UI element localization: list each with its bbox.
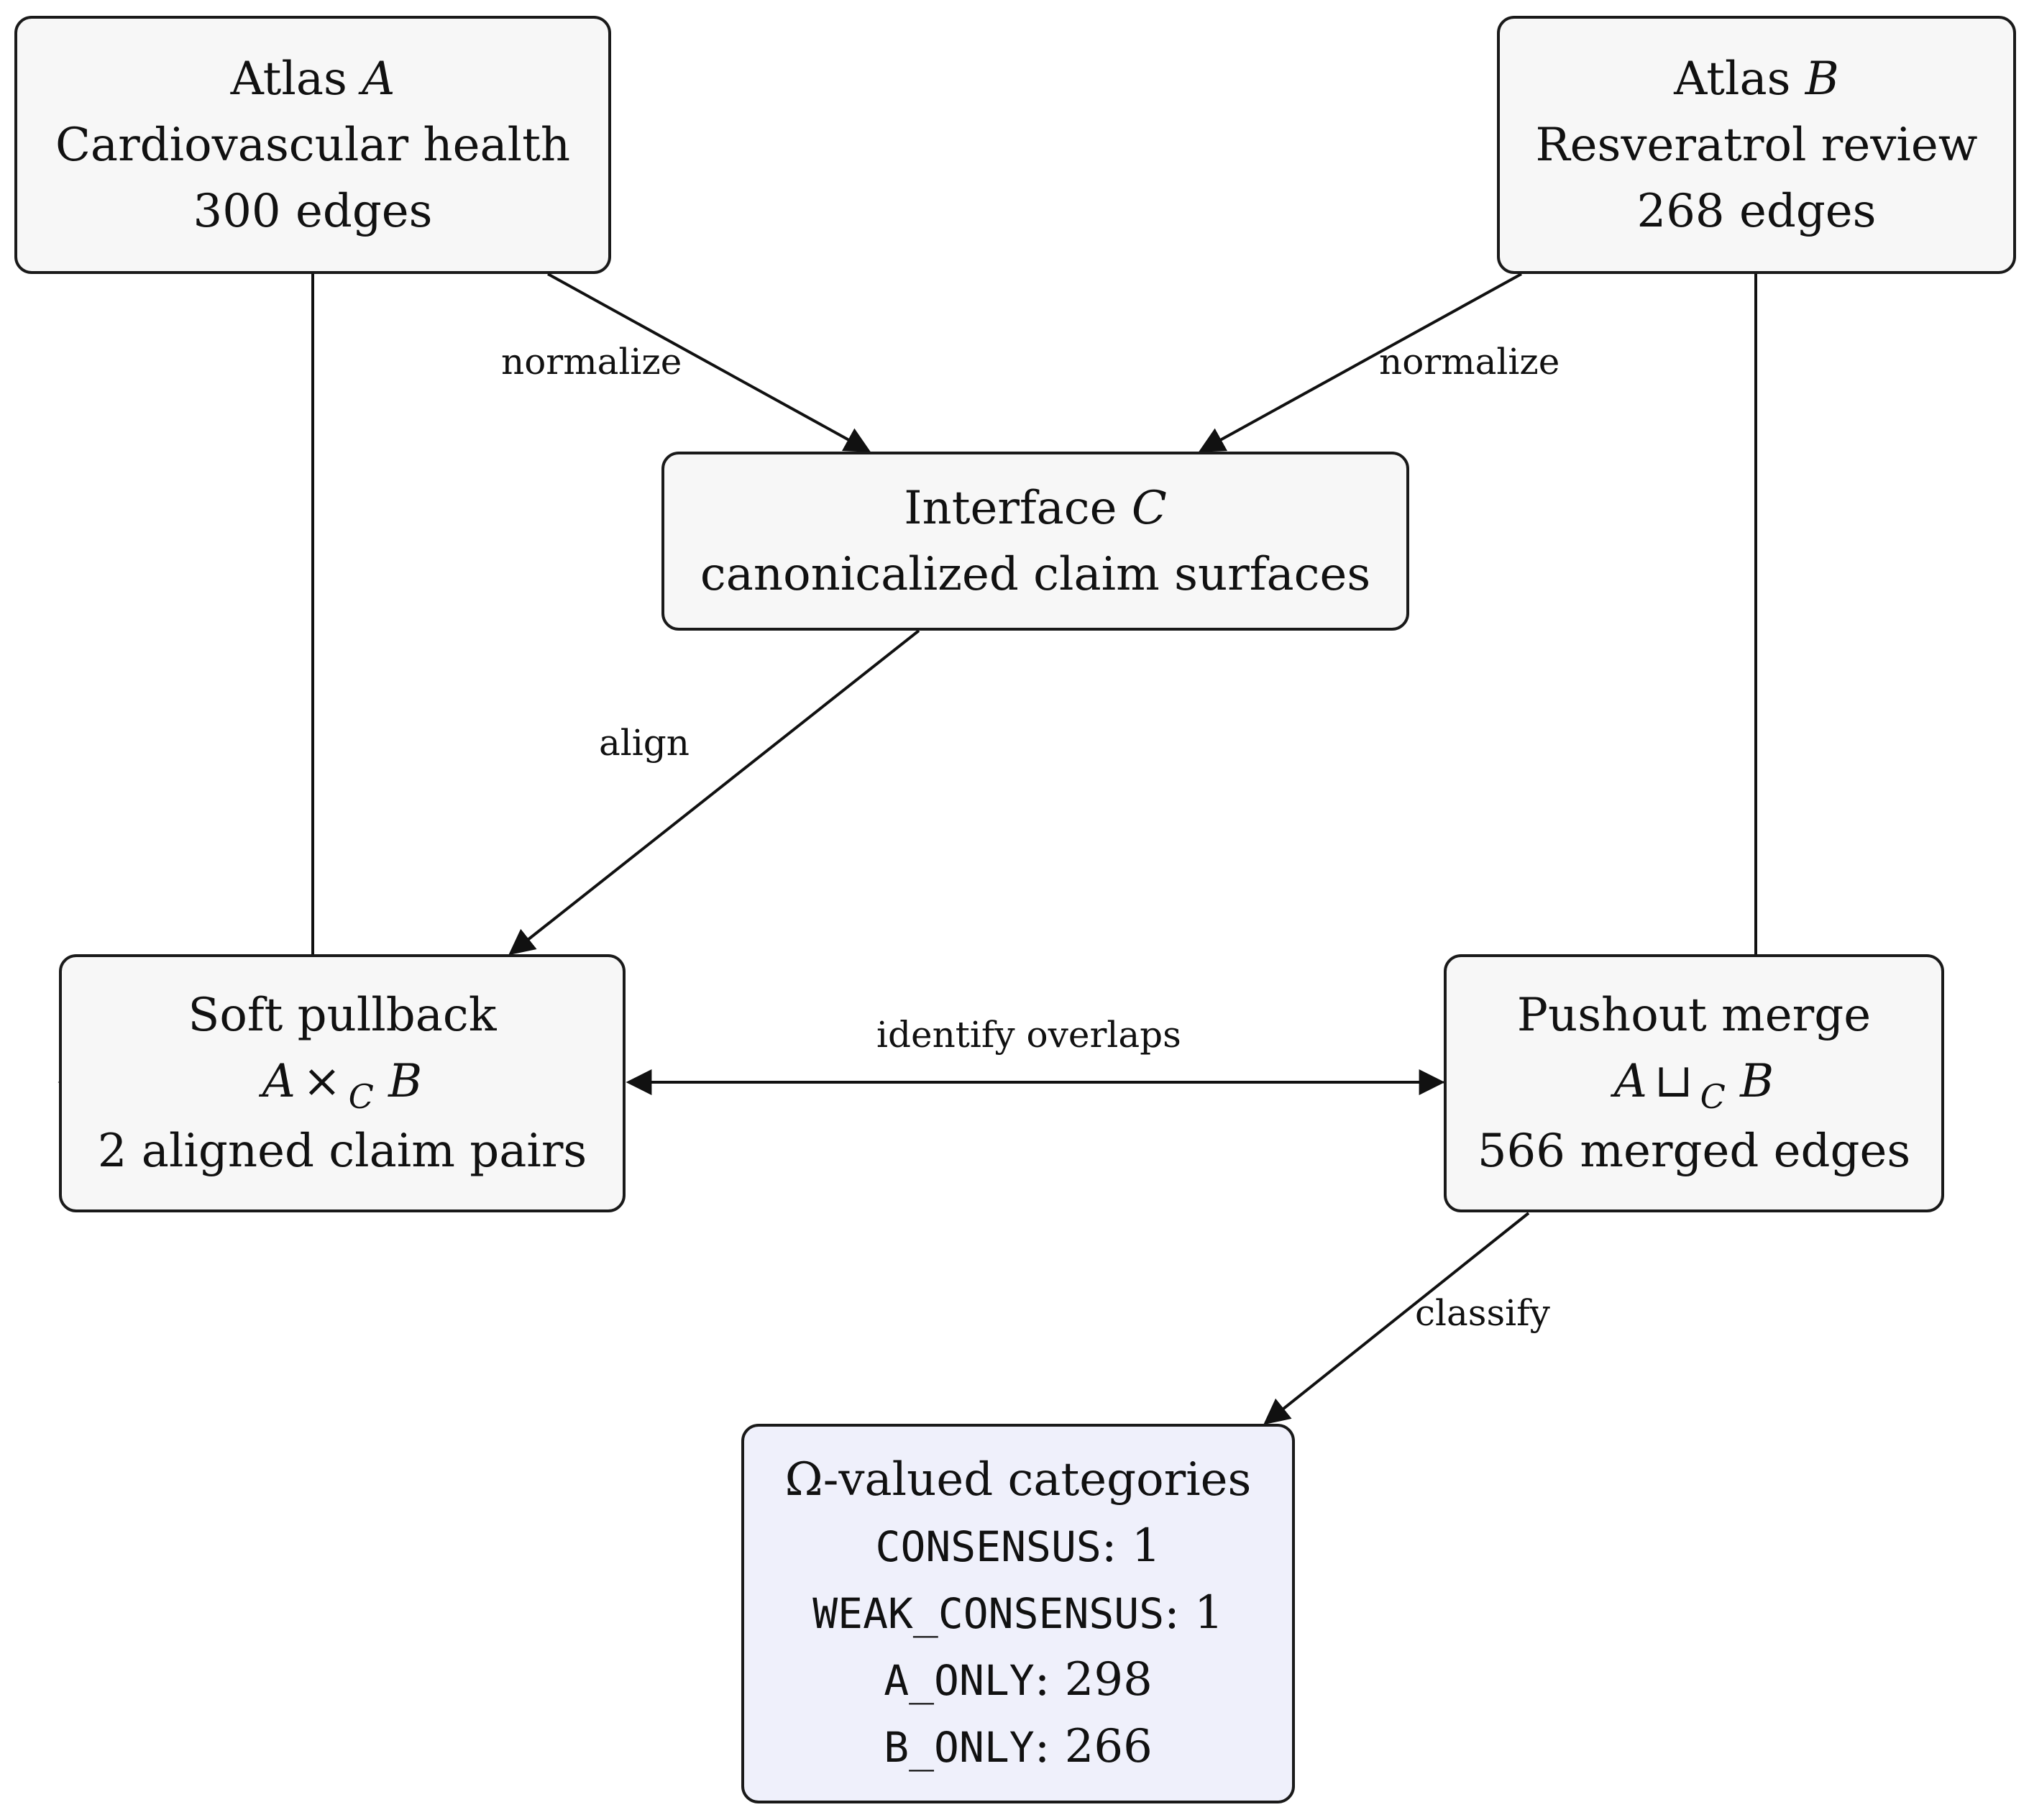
edge-classify: [1263, 1212, 1530, 1425]
pullback-formula-left: A: [262, 1055, 296, 1108]
node-soft-pullback: Soft pullback A×C B 2 aligned claim pair…: [59, 954, 626, 1212]
omega-row-key: A_ONLY: [884, 1656, 1035, 1705]
atlas-a-subtitle: Cardiovascular health: [55, 118, 571, 172]
atlas-b-symbol: B: [1805, 52, 1839, 106]
omega-row-weak-consensus: WEAK_CONSENSUS: 1: [812, 1580, 1224, 1647]
pushout-formula-op: ⊔: [1654, 1055, 1693, 1108]
pullback-title: Soft pullback: [188, 989, 497, 1042]
pushout-formula: A⊔C B: [1614, 1048, 1774, 1118]
atlas-a-symbol: A: [362, 52, 395, 106]
omega-row-value: : 266: [1034, 1720, 1153, 1773]
atlas-b-title-line: Atlas B: [1674, 46, 1839, 112]
node-interface: Interface C canonicalized claim surfaces: [661, 452, 1409, 631]
atlas-b-subtitle: Resveratrol review: [1535, 118, 1978, 172]
omega-row-a-only: A_ONLY: 298: [884, 1647, 1153, 1714]
omega-row-value: : 1: [1164, 1586, 1224, 1640]
pushout-title: Pushout merge: [1516, 989, 1872, 1042]
atlas-b-edge-count: 268 edges: [1636, 184, 1877, 238]
pushout-formula-left: A: [1613, 1055, 1647, 1108]
pushout-formula-sub: C: [1700, 1077, 1726, 1116]
omega-row-value: : 1: [1101, 1519, 1161, 1573]
edge-normalize-a: [547, 273, 871, 452]
atlas-b-title: Atlas: [1674, 52, 1791, 106]
interface-symbol: C: [1131, 481, 1167, 535]
omega-row-value: : 298: [1034, 1653, 1153, 1706]
edge-label-align: align: [599, 722, 690, 764]
interface-title: Interface: [904, 481, 1117, 535]
node-atlas-b: Atlas B Resveratrol review 268 edges: [1497, 16, 2016, 274]
atlas-a-title: Atlas: [230, 52, 347, 106]
edge-align: [508, 629, 920, 956]
edge-label-identify-overlaps: identify overlaps: [876, 1014, 1181, 1056]
pullback-formula-right: B: [388, 1055, 423, 1108]
interface-subtitle: canonicalized claim surfaces: [700, 547, 1371, 601]
edge-normalize-b: [1198, 273, 1522, 452]
node-pushout-merge: Pushout merge A⊔C B 566 merged edges: [1444, 954, 1944, 1212]
omega-row-key: WEAK_CONSENSUS: [812, 1589, 1165, 1638]
edge-label-classify: classify: [1415, 1292, 1550, 1334]
pushout-detail: 566 merged edges: [1477, 1125, 1911, 1178]
omega-row-key: CONSENSUS: [875, 1522, 1101, 1571]
edge-label-normalize-a: normalize: [501, 341, 682, 383]
atlas-a-edge-count: 300 edges: [193, 184, 433, 238]
omega-row-b-only: B_ONLY: 266: [884, 1714, 1153, 1780]
pullback-formula: A×C B: [262, 1048, 422, 1118]
edge-label-normalize-b: normalize: [1379, 341, 1560, 383]
pullback-formula-op: ×: [303, 1055, 342, 1108]
omega-row-consensus: CONSENSUS: 1: [876, 1513, 1161, 1580]
atlas-a-title-line: Atlas A: [231, 46, 395, 112]
omega-row-key: B_ONLY: [884, 1723, 1035, 1772]
pushout-formula-right: B: [1740, 1055, 1774, 1108]
pullback-detail: 2 aligned claim pairs: [97, 1125, 587, 1178]
omega-title: Ω-valued categories: [784, 1453, 1252, 1506]
pullback-formula-sub: C: [348, 1077, 374, 1116]
node-atlas-a: Atlas A Cardiovascular health 300 edges: [14, 16, 611, 274]
node-omega-categories: Ω-valued categories CONSENSUS: 1 WEAK_CO…: [741, 1424, 1295, 1803]
interface-title-line: Interface C: [904, 475, 1167, 541]
